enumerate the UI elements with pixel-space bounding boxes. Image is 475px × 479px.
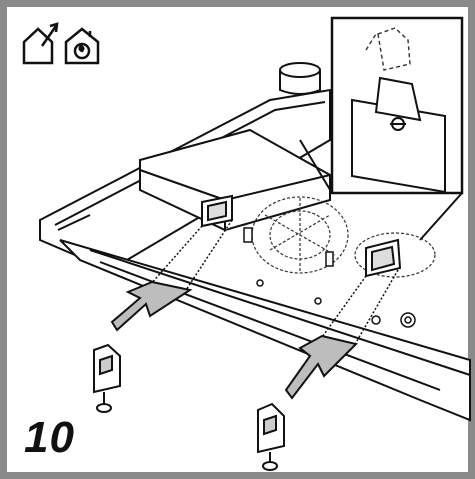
house-ducted-icon — [22, 22, 59, 65]
bracket-slot-right — [365, 238, 402, 278]
guide-beams — [149, 219, 399, 347]
arrow-left — [110, 280, 193, 332]
house-recirculation-icon — [64, 27, 100, 65]
bracket-part-right — [257, 402, 285, 471]
step-number: 10 — [24, 413, 75, 462]
detail-inset — [299, 16, 464, 241]
hood-fasteners — [243, 227, 416, 328]
bracket-part-left — [93, 343, 121, 413]
arrow-right — [284, 334, 358, 400]
duct-cover — [279, 62, 321, 95]
bracket-slot-left — [201, 194, 233, 228]
